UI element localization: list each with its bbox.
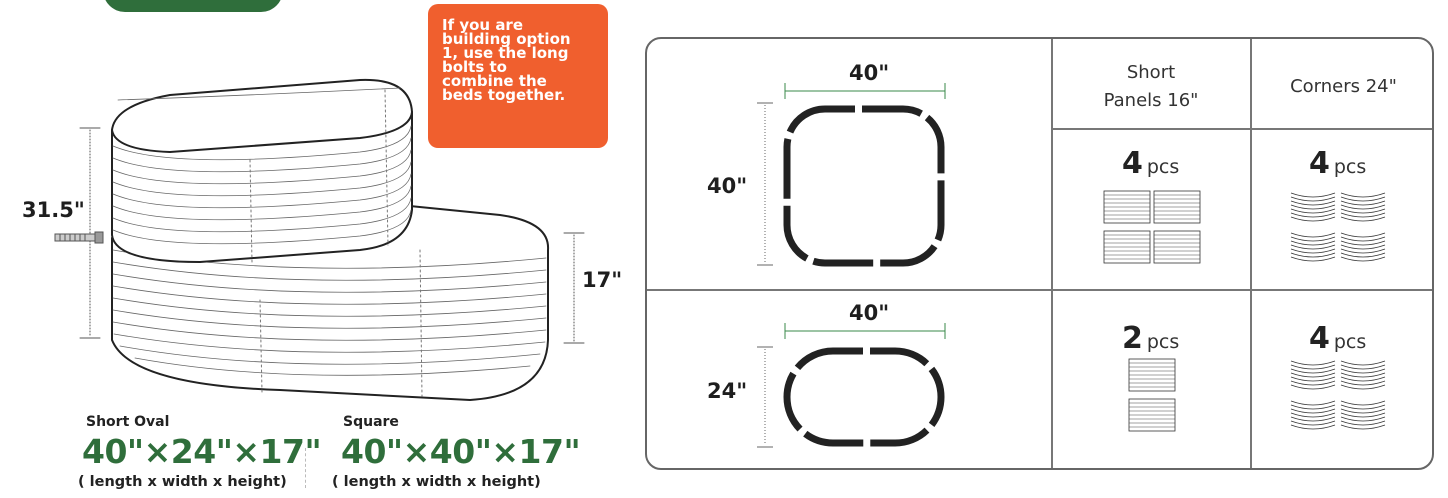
header-line: Panels 16" [1103, 90, 1199, 111]
qty-unit: pcs [1333, 331, 1367, 353]
callout-line: building option [442, 30, 571, 48]
table-divider [647, 289, 1432, 291]
square-depth-label: 40" [707, 174, 748, 198]
callout-line: combine the [442, 72, 547, 90]
bolt-icon [54, 231, 104, 244]
lower-height-label: 17" [582, 268, 623, 292]
qty-count: 4 [1309, 321, 1330, 356]
qty-count: 4 [1309, 146, 1330, 181]
square-width-label: 40" [849, 61, 890, 85]
height-dimension-lower [563, 232, 585, 344]
assembly-note-callout: If you are building option 1, use the lo… [428, 4, 608, 148]
short-panel-stack-icon [1103, 190, 1201, 264]
spec-size-oval: 40"×24"×17" [82, 432, 322, 471]
stacked-garden-bed-illustration [54, 78, 585, 402]
short-panel-stack-icon [1128, 358, 1176, 432]
spec-note-square: ( length x width x height) [332, 474, 541, 490]
qty-unit: pcs [1146, 331, 1180, 353]
total-height-label: 31.5" [22, 198, 85, 222]
corner-panel-stack-icon [1290, 192, 1386, 262]
oval-bed-diagram [757, 323, 946, 448]
qty-count: 4 [1122, 146, 1143, 181]
oval-width-label: 40" [849, 301, 890, 325]
table-divider [1250, 39, 1252, 468]
spec-name-oval: Short Oval [86, 414, 170, 430]
callout-line: bolts to [442, 58, 507, 76]
corner-panel-stack-icon [1290, 360, 1386, 430]
spec-name-square: Square [343, 414, 399, 430]
spec-note-oval: ( length x width x height) [78, 474, 287, 490]
header-corners: Corners 24" [1290, 76, 1397, 97]
brand-tab [103, 0, 283, 12]
qty-unit: pcs [1333, 156, 1367, 178]
header-line: Short [1126, 62, 1176, 83]
qty-count: 2 [1122, 321, 1143, 356]
callout-line: 1, use the long [442, 44, 569, 62]
spec-size-square: 40"×40"×17" [341, 432, 581, 471]
square-bed-diagram [757, 83, 946, 267]
oval-depth-label: 24" [707, 379, 748, 403]
qty-unit: pcs [1146, 156, 1180, 178]
table-divider [1051, 39, 1053, 468]
height-dimension-total [79, 127, 101, 339]
header-short-panels: Short Panels 16" [1051, 59, 1251, 115]
callout-line: beds together. [442, 86, 566, 104]
table-divider [1051, 128, 1432, 130]
callout-line: If you are [442, 16, 524, 34]
spec-divider [305, 448, 306, 488]
